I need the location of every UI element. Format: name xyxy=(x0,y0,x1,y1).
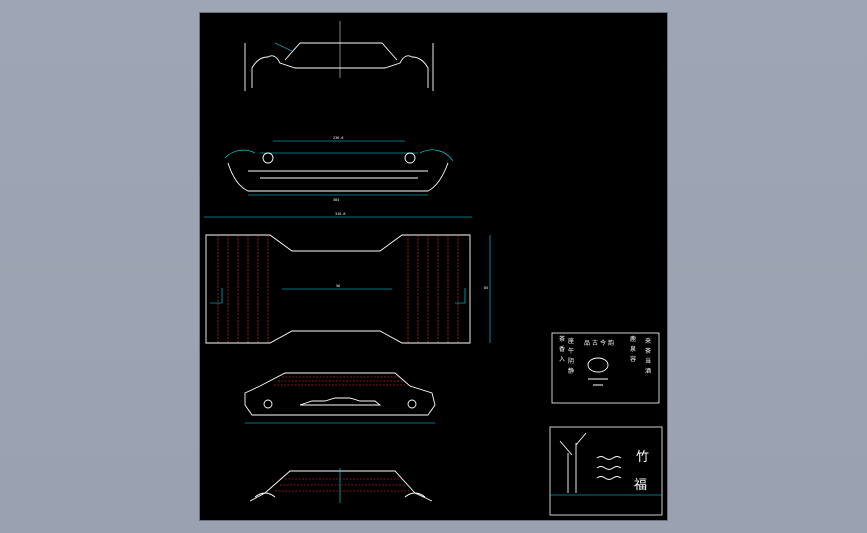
svg-text:品: 品 xyxy=(584,340,590,347)
svg-text:香: 香 xyxy=(559,345,565,353)
poem-panel: 茶 香 入 座 午 阴 静 品 古 今 韵 鹿 泉 容 来 茶 当 酒 xyxy=(551,332,660,404)
cloud-motif-left xyxy=(263,399,273,409)
arc-dims xyxy=(224,149,454,162)
bamboo-panel: 竹 福 xyxy=(549,426,663,516)
bamboo-icon xyxy=(559,432,587,493)
teapot-icon xyxy=(587,357,609,373)
ornament-right xyxy=(404,152,416,164)
svg-text:酒: 酒 xyxy=(645,367,651,375)
cad-drawing: 236.6 384 316.6 56 85 xyxy=(204,21,663,516)
radius-dim xyxy=(274,42,293,52)
water-wave-icon xyxy=(596,456,622,480)
svg-text:静: 静 xyxy=(568,367,574,375)
plan-hidden-lines xyxy=(217,235,459,343)
back-outline xyxy=(249,470,433,502)
plan-notch-dims xyxy=(210,288,466,304)
top-profile-ridge xyxy=(284,42,398,61)
svg-text:韵: 韵 xyxy=(608,339,614,347)
svg-text:午: 午 xyxy=(568,347,574,355)
bamboo-panel-border xyxy=(549,426,663,516)
section-outline xyxy=(227,162,449,192)
calligraphy-bamboo: 竹 xyxy=(636,450,649,465)
front-elevation-view xyxy=(244,372,436,424)
svg-text:鹿: 鹿 xyxy=(630,335,636,343)
svg-text:泉: 泉 xyxy=(630,345,636,353)
fret-pattern xyxy=(299,397,382,406)
svg-text:茶: 茶 xyxy=(645,347,651,355)
svg-text:当: 当 xyxy=(645,357,651,365)
svg-text:容: 容 xyxy=(630,355,636,363)
front-outline xyxy=(244,372,436,416)
section-view: 236.6 384 xyxy=(224,136,454,202)
svg-text:座: 座 xyxy=(568,337,574,345)
svg-text:阴: 阴 xyxy=(568,357,574,365)
svg-text:来: 来 xyxy=(645,338,651,345)
ornament-left xyxy=(262,152,274,164)
dim-label-height: 85 xyxy=(484,286,488,290)
svg-text:入: 入 xyxy=(559,356,565,363)
cad-drawing-sheet: 236.6 384 316.6 56 85 xyxy=(199,12,668,521)
back-elevation-view xyxy=(249,468,433,503)
calligraphy-fortune: 福 xyxy=(634,478,647,493)
plan-view: 316.6 56 85 xyxy=(204,212,491,344)
dim-label-overall: 316.6 xyxy=(335,212,346,216)
dim-label-inner: 236.6 xyxy=(333,136,344,140)
cloud-motif-right xyxy=(407,399,417,409)
back-ornaments xyxy=(254,492,426,498)
profile-edge-lines xyxy=(244,43,434,91)
plan-outline xyxy=(205,234,471,344)
teacup-icon xyxy=(588,378,608,386)
svg-text:茶: 茶 xyxy=(559,335,565,343)
svg-text:古: 古 xyxy=(592,339,598,347)
dim-label-bottom: 384 xyxy=(333,198,339,202)
top-profile-view xyxy=(244,21,434,91)
svg-text:今: 今 xyxy=(600,339,606,347)
poem-panel-border xyxy=(551,332,660,404)
dim-label-center: 56 xyxy=(336,284,340,288)
top-profile-outline xyxy=(251,55,429,88)
